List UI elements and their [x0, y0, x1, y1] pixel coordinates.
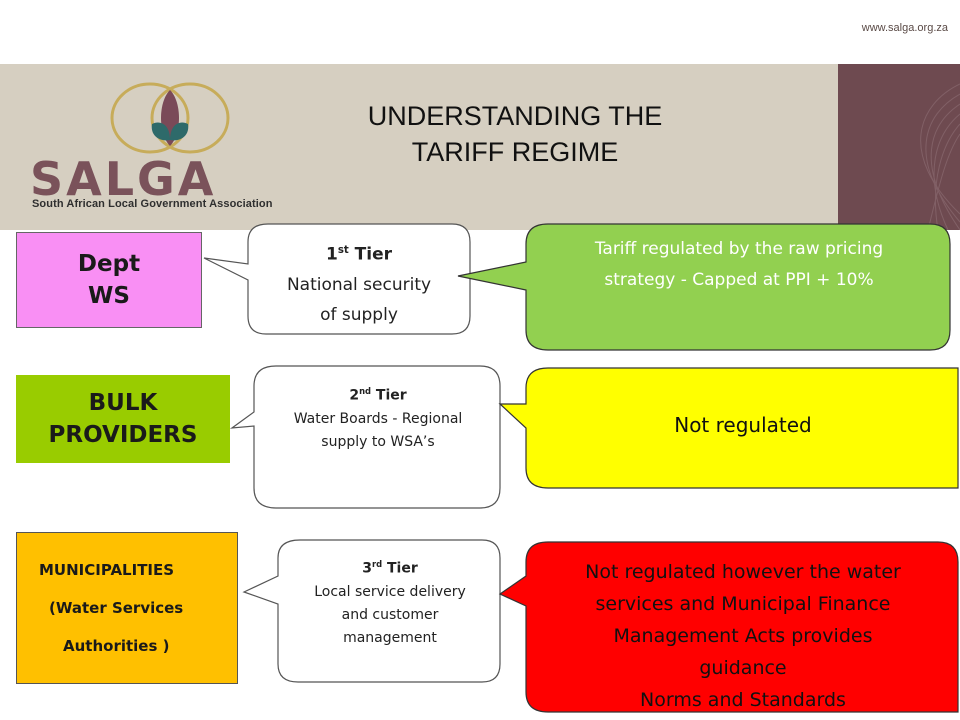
regulation-tier2-text: Not regulated: [674, 413, 812, 437]
page-title: UNDERSTANDING THE TARIFF REGIME: [300, 98, 730, 170]
regulation-tier3-text: Not regulated however the water services…: [530, 556, 956, 716]
bulk-providers-box: BULK PROVIDERS: [16, 375, 230, 463]
tier3-text: 3rd Tier Local service delivery and cust…: [282, 553, 498, 650]
municipalities-box: MUNICIPALITIES (Water Services Authoriti…: [16, 532, 238, 684]
tier3-heading: 3rd Tier: [362, 559, 418, 577]
regulation-green-callout: [457, 223, 951, 351]
reg3-line-3: Management Acts provides: [613, 625, 873, 647]
tier1-desc-line-2: of supply: [320, 304, 398, 325]
bulk-line-2: PROVIDERS: [48, 422, 198, 448]
tier2-heading: 2nd Tier: [349, 386, 407, 404]
title-line-1: UNDERSTANDING THE: [367, 101, 663, 131]
regulation-red-callout: [498, 541, 959, 713]
salga-logo: [20, 78, 290, 218]
tier2-desc-line-2: supply to WSA’s: [321, 433, 435, 450]
tier3-desc-line-2: and customer: [341, 606, 439, 623]
reg1-line-1: Tariff regulated by the raw pricing: [594, 239, 884, 259]
tier3-desc-line-3: management: [343, 629, 437, 646]
reg3-line-2: services and Municipal Finance: [595, 593, 891, 615]
tier1-callout: [203, 223, 471, 335]
tier1-desc-line-1: National security: [286, 274, 432, 295]
tier3-desc-line-1: Local service delivery: [314, 583, 466, 600]
muni-line-3: Authorities ): [63, 637, 170, 655]
dept-line-1: Dept: [77, 251, 141, 277]
bulk-line-1: BULK: [88, 390, 158, 416]
reg3-line-5: Norms and Standards: [640, 689, 846, 711]
tier3-callout: [242, 539, 501, 683]
regulation-tier1-text: Tariff regulated by the raw pricing stra…: [530, 234, 948, 296]
reg3-line-4: guidance: [699, 657, 787, 679]
website-url: www.salga.org.za: [861, 22, 948, 34]
muni-line-2: (Water Services: [49, 599, 184, 617]
tier1-text: 1st Tier National security of supply: [250, 236, 468, 330]
banner-accent-panel: [838, 64, 960, 230]
dept-ws-box: Dept WS: [16, 232, 202, 328]
tier2-text: 2nd Tier Water Boards - Regional supply …: [256, 380, 500, 454]
reg3-line-1: Not regulated however the water: [585, 561, 901, 583]
tier2-desc-line-1: Water Boards - Regional: [293, 410, 463, 427]
reg1-line-2: strategy - Capped at PPI + 10%: [604, 270, 874, 290]
title-line-2: TARIFF REGIME: [411, 137, 619, 167]
tier1-heading: 1st Tier: [325, 244, 393, 265]
header-banner: [0, 64, 960, 230]
tier2-callout: [229, 365, 501, 509]
logo-wordmark: SALGA: [30, 152, 217, 206]
logo-subtitle: South African Local Government Associati…: [32, 198, 273, 210]
regulation-yellow-callout: [498, 367, 959, 489]
dept-line-2: WS: [88, 283, 130, 309]
muni-line-1: MUNICIPALITIES: [39, 561, 175, 579]
